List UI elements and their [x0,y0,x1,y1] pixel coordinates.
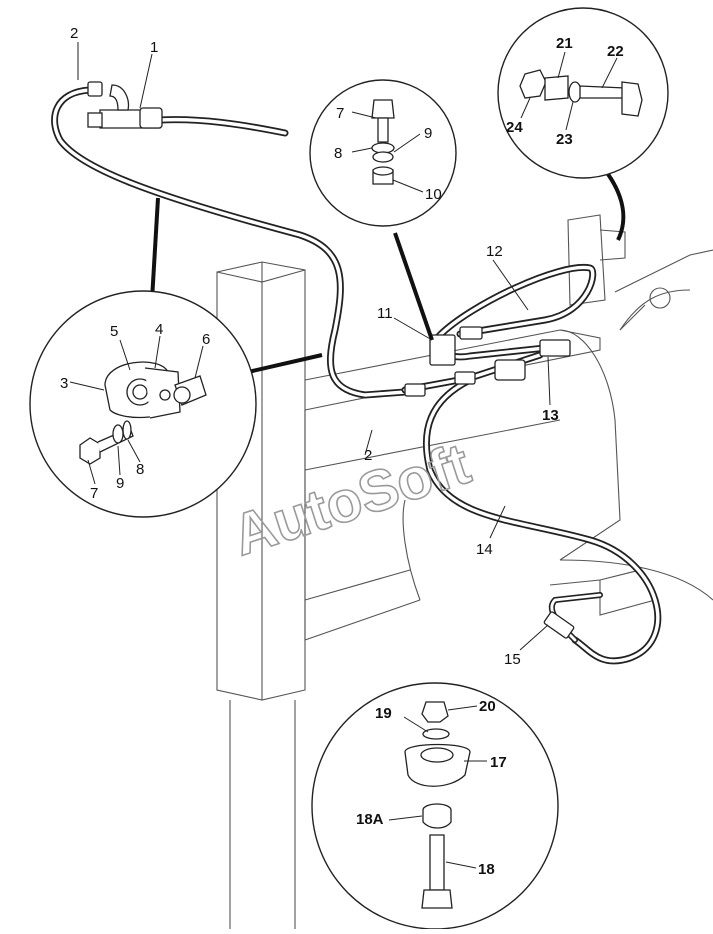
fittings [87,81,575,639]
leader-lines [69,42,618,869]
label-24: 24 [506,119,523,136]
washer-8 [122,420,132,440]
label-10: 10 [425,186,442,203]
fitting-15 [543,611,575,639]
bolt-head-7 [371,99,395,119]
label-2-top: 2 [70,25,78,42]
label-9-left: 9 [116,475,124,492]
label-15: 15 [504,651,521,668]
fitting-13 [539,339,571,357]
label-3: 3 [60,375,68,392]
fitting-upper-left [87,81,103,97]
inset-top-right-detail [497,7,669,241]
nut-24 [519,69,547,99]
fitting-hose-2-end [404,383,426,397]
bolt-head-22 [621,81,643,117]
label-1: 1 [150,39,158,56]
label-5: 5 [110,323,118,340]
washer-9b [372,151,394,163]
label-20: 20 [479,698,496,715]
label-21: 21 [556,35,573,52]
washer-19 [422,728,450,740]
label-13: 13 [542,407,559,424]
label-9-mid: 9 [424,125,432,142]
clamp-11 [429,334,456,366]
label-2-mid: 2 [364,447,372,464]
label-7-mid: 7 [336,105,344,122]
bolt-7 [79,437,101,465]
nut-20 [421,701,449,723]
label-18: 18 [478,861,495,878]
label-23: 23 [556,131,573,148]
label-12: 12 [486,243,503,260]
label-17: 17 [490,754,507,771]
label-8-left: 8 [136,461,144,478]
label-11: 11 [377,305,393,322]
stud-18 [429,834,445,891]
machine-frame [216,214,713,929]
washer-23 [568,81,582,103]
label-19: 19 [375,705,392,722]
callout-labels: 2 1 5 4 6 3 7 9 8 7 8 9 10 11 12 13 2 14… [60,25,624,878]
inset-mount-detail [311,682,559,930]
label-6: 6 [202,331,210,348]
watermark-text: AutoSoft [225,431,478,568]
label-8-mid: 8 [334,145,342,162]
label-18a: 18A [356,811,384,828]
washer-9 [112,424,124,444]
spacer-21 [544,75,569,101]
label-14: 14 [476,541,493,558]
label-22: 22 [607,43,624,60]
label-4: 4 [155,321,163,338]
inset-clamp-detail [29,197,323,518]
inset-bolt-detail [309,79,457,341]
label-7-left: 7 [90,485,98,502]
